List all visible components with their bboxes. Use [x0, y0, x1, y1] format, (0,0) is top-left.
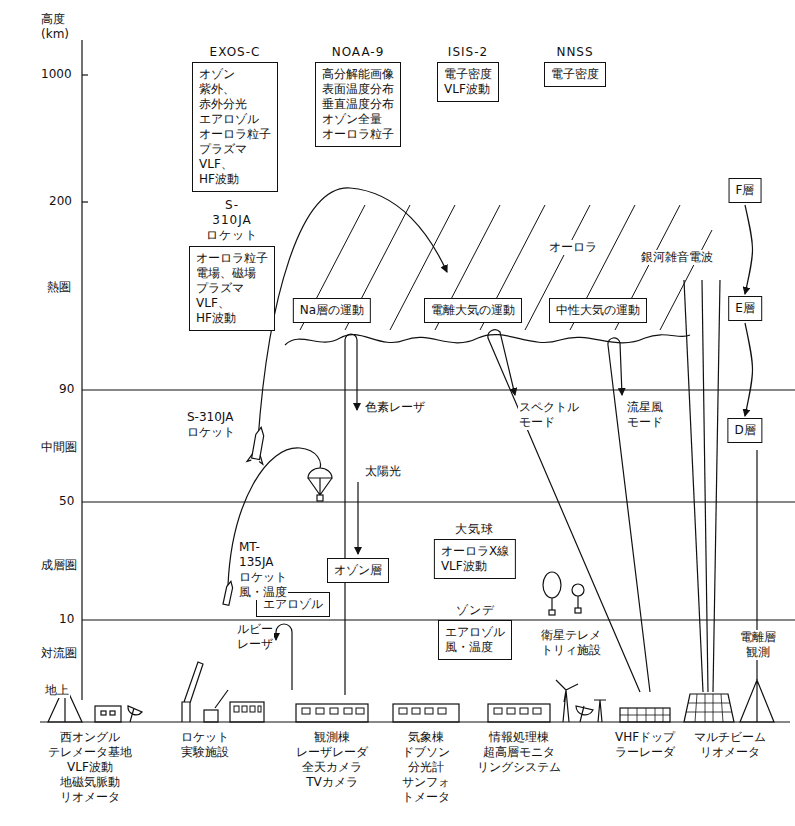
label-box: 高分解能画像 表面温度分布 垂直温度分布 オゾン全量 オーロラ粒子 — [315, 62, 401, 147]
box-heading: EXOS-C — [192, 45, 278, 60]
node-group: D層 — [727, 418, 762, 443]
annotation-label: スペクトル モード — [518, 400, 580, 430]
box-text: オーロラX線 VLF波動 — [441, 544, 509, 574]
annotation-label: ロケット 実験施設 — [180, 730, 230, 760]
annotation-label: ルビー レーザ — [236, 622, 274, 652]
annotation-label: オーロラ — [548, 240, 598, 255]
annotation-label: 熱圏 — [46, 280, 72, 295]
label-box: 中性大気の運動 — [549, 298, 647, 323]
annotation-label: 50 — [58, 494, 75, 509]
box-text: エアロゾル 風・温度 — [445, 625, 505, 655]
node-group: S-310JA ロケットオーロラ粒子 電場、磁場 プラズマ VLF、HF波動 — [189, 198, 275, 331]
annotation-label: S-310JA ロケット — [186, 410, 236, 440]
node-group: EXOS-C オゾン 紫外、赤外分光 エアロゾル オーロラ粒子 プラズマ VLF、… — [192, 45, 278, 192]
annotation-label: 10 — [58, 612, 75, 627]
node-group: NNSS 電子密度 — [544, 45, 606, 87]
box-heading: ゾンデ — [438, 603, 512, 618]
node-group: 電離大気の運動 — [424, 298, 522, 323]
annotation-label: 中間圏 — [40, 440, 78, 455]
node-group: Na層の運動 — [293, 298, 371, 323]
layer-arrow — [745, 323, 753, 416]
box-heading: NNSS — [544, 45, 606, 60]
label-box: 電子密度 — [544, 62, 606, 87]
label-box: Na層の運動 — [293, 298, 371, 323]
label-box: 電子密度 VLF波動 — [437, 62, 499, 102]
annotation-label: MT-135JA ロケット 風・温度 — [238, 540, 288, 600]
box-text: F層 — [736, 183, 755, 198]
node-group: NOAA-9 高分解能画像 表面温度分布 垂直温度分布 オゾン全量 オーロラ粒子 — [315, 45, 401, 147]
node-group: ISIS-2 電子密度 VLF波動 — [437, 45, 499, 102]
box-text: 高分解能画像 表面温度分布 垂直温度分布 オゾン全量 オーロラ粒子 — [322, 67, 394, 142]
box-text: オーロラ粒子 電場、磁場 プラズマ VLF、HF波動 — [196, 251, 268, 326]
label-box: オーロラ粒子 電場、磁場 プラズマ VLF、HF波動 — [189, 246, 275, 331]
node-group: F層 — [729, 178, 762, 203]
annotation-label: 情報処理棟 超高層モニタ リングシステム — [476, 730, 562, 775]
node-group: E層 — [728, 296, 762, 321]
annotation-label: 色素レーザ — [364, 400, 426, 415]
node-group: 大気球オーロラX線 VLF波動 — [434, 522, 516, 579]
annotation-label: 90 — [58, 382, 75, 397]
box-heading: S-310JA ロケット — [206, 198, 258, 243]
annotation-label: 対流圏 — [40, 646, 78, 661]
label-box: オーロラX線 VLF波動 — [434, 539, 516, 579]
node-group: 中性大気の運動 — [549, 298, 647, 323]
annotation-label: 地上 — [44, 683, 70, 698]
annotation-label: 気象棟 ドブソン 分光計 サンフォ トメータ — [401, 730, 451, 805]
box-text: オゾン 紫外、赤外分光 エアロゾル オーロラ粒子 プラズマ VLF、HF波動 — [199, 67, 271, 187]
annotation-label: 銀河雑音電波 — [640, 250, 714, 265]
box-text: 中性大気の運動 — [556, 303, 640, 318]
box-text: オゾン層 — [334, 563, 382, 578]
box-text: 電子密度 VLF波動 — [444, 67, 492, 97]
box-heading: 大気球 — [434, 522, 516, 537]
label-box: D層 — [727, 418, 762, 443]
label-box: オゾン層 — [327, 558, 389, 583]
annotation-label: 高度 (km) — [40, 12, 70, 42]
label-box: オゾン 紫外、赤外分光 エアロゾル オーロラ粒子 プラズマ VLF、HF波動 — [192, 62, 278, 192]
node-group: ゾンデエアロゾル 風・温度 — [438, 603, 512, 660]
box-text: 電子密度 — [551, 67, 599, 82]
annotation-label: 1000 — [40, 67, 73, 82]
box-heading: NOAA-9 — [315, 45, 401, 60]
box-text: D層 — [734, 423, 755, 438]
annotation-label: 流星風 モード — [626, 400, 664, 430]
annotation-label: マルチビーム リオメータ — [693, 730, 767, 760]
annotation-label: 観測棟 レーザレーダ 全天カメラ TVカメラ — [295, 730, 369, 790]
annotation-label: 成層圏 — [40, 558, 78, 573]
box-text: E層 — [735, 301, 755, 316]
annotation-label: 西オングル テレメータ基地 VLF波動 地磁気脈動 リオメータ — [47, 730, 133, 805]
label-box: エアロゾル 風・温度 — [438, 620, 512, 660]
label-box: E層 — [728, 296, 762, 321]
label-box: F層 — [729, 178, 762, 203]
box-text: 電離大気の運動 — [431, 303, 515, 318]
box-text: Na層の運動 — [300, 303, 364, 318]
label-box: 電離大気の運動 — [424, 298, 522, 323]
annotation-label: VHFドップ ラーレーダ — [614, 730, 676, 760]
annotation-label: 衛星テレメ トリィ施設 — [540, 628, 602, 658]
layer-arrow — [745, 205, 753, 294]
box-heading: ISIS-2 — [437, 45, 499, 60]
annotation-label: 太陽光 — [364, 464, 402, 479]
node-group: オゾン層 — [327, 558, 389, 583]
annotation-label: 200 — [48, 194, 73, 209]
annotation-label: 電離層 観測 — [739, 630, 777, 660]
